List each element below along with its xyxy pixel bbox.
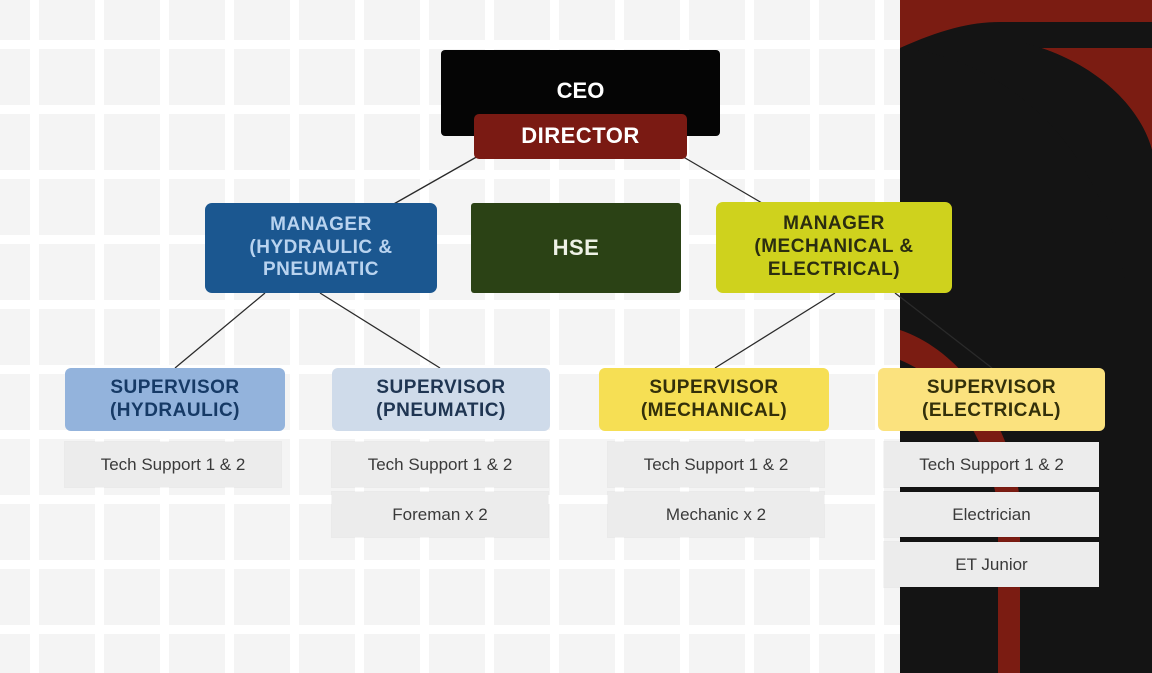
- supervisor-electrical-box: SUPERVISOR (ELECTRICAL): [878, 368, 1105, 431]
- staff-item-label: Tech Support 1 & 2: [919, 454, 1064, 474]
- staff-item-label: Mechanic x 2: [665, 504, 767, 524]
- staff-item: ET Junior: [884, 542, 1099, 587]
- supervisor-electrical-label: SUPERVISOR (ELECTRICAL): [922, 376, 1061, 421]
- staff-item: Tech Support 1 & 2: [608, 442, 824, 487]
- supervisor-pneumatic-label: SUPERVISOR (PNEUMATIC): [376, 376, 506, 421]
- hse-box: HSE: [471, 203, 681, 293]
- manager-hydraulic-label: MANAGER (HYDRAULIC & PNEUMATIC: [249, 213, 393, 281]
- director-label: DIRECTOR: [521, 123, 640, 149]
- staff-item-label: Tech Support 1 & 2: [100, 454, 246, 474]
- staff-item-label: Foreman x 2: [392, 504, 488, 524]
- staff-item-label: Tech Support 1 & 2: [643, 454, 789, 474]
- hse-label: HSE: [552, 234, 600, 260]
- staff-item: Foreman x 2: [332, 492, 548, 537]
- manager-mechanical-box: MANAGER (MECHANICAL & ELECTRICAL): [716, 202, 952, 293]
- staff-item: Tech Support 1 & 2: [65, 442, 281, 487]
- staff-item-label: Tech Support 1 & 2: [367, 454, 513, 474]
- staff-item: Mechanic x 2: [608, 492, 824, 537]
- director-box: DIRECTOR: [474, 114, 687, 159]
- staff-item-label: Electrician: [952, 504, 1031, 524]
- supervisor-mechanical-box: SUPERVISOR (MECHANICAL): [599, 368, 829, 431]
- staff-item: Tech Support 1 & 2: [332, 442, 548, 487]
- staff-item: Tech Support 1 & 2: [884, 442, 1099, 487]
- ceo-label: CEO: [556, 78, 605, 103]
- staff-item-label: ET Junior: [955, 554, 1028, 574]
- supervisor-mechanical-label: SUPERVISOR (MECHANICAL): [640, 376, 788, 421]
- staff-item: Electrician: [884, 492, 1099, 537]
- supervisor-hydraulic-label: SUPERVISOR (HYDRAULIC): [109, 376, 241, 421]
- manager-hydraulic-box: MANAGER (HYDRAULIC & PNEUMATIC: [205, 203, 437, 293]
- supervisor-pneumatic-box: SUPERVISOR (PNEUMATIC): [332, 368, 550, 431]
- supervisor-hydraulic-box: SUPERVISOR (HYDRAULIC): [65, 368, 285, 431]
- manager-mechanical-label: MANAGER (MECHANICAL & ELECTRICAL): [754, 213, 914, 280]
